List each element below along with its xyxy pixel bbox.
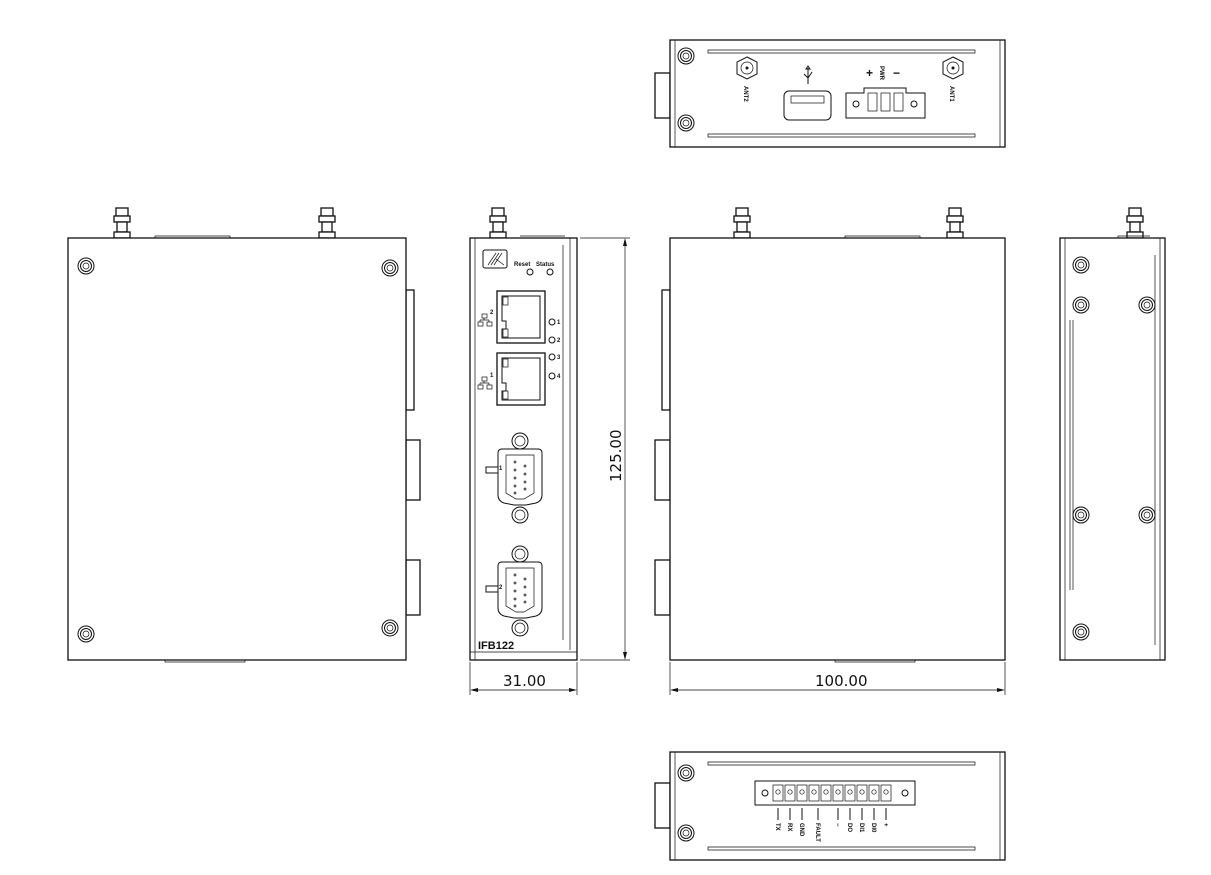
height-dimension: 125.00: [607, 430, 625, 483]
terminal-screw-icon: [787, 789, 793, 795]
terminal-label: DO: [846, 823, 852, 832]
power-connector: [845, 87, 926, 119]
led-4: [548, 372, 556, 380]
brand-logo: [482, 249, 508, 269]
antenna-connector-ant1: ANT1: [942, 56, 964, 102]
terminal-screw-icon: [835, 789, 841, 795]
terminal-screw-icon: [859, 789, 865, 795]
left-side-view: [67, 207, 421, 663]
top-view: ANT2 + PWR − ANT1: [654, 39, 1006, 148]
reset-button[interactable]: [526, 268, 534, 276]
status-led: [546, 268, 554, 276]
lan2-index: 2: [490, 310, 494, 316]
terminal-pin: [808, 784, 820, 802]
rear-view: [1059, 207, 1166, 661]
terminal-screw-icon: [883, 789, 889, 795]
serial-icon: 2: [485, 585, 503, 593]
terminal-label: RX: [786, 823, 792, 831]
terminal-pin: [880, 784, 892, 802]
led-label: 4: [557, 374, 561, 380]
terminal-label: DI0: [870, 823, 876, 833]
power-label: PWR: [878, 66, 884, 81]
usb-icon: [803, 65, 813, 84]
width-dimension: 31.00: [503, 672, 546, 690]
power-minus-label: −: [893, 66, 900, 80]
led-2: [548, 336, 556, 344]
led-3: [548, 353, 556, 361]
led-1: [548, 318, 556, 326]
terminal-pin: [844, 784, 856, 802]
terminal-screw-icon: [799, 789, 805, 795]
led-label: 2: [557, 338, 561, 344]
com2-index: 2: [499, 585, 503, 591]
terminal-pin: [772, 784, 784, 802]
front-view: Reset Status 2 1 1 2 3 4 1 2 IFB122 125.…: [469, 207, 630, 695]
usb-port: [783, 90, 832, 121]
terminal-pin: [820, 784, 832, 802]
terminal-label: TX: [774, 823, 780, 831]
terminal-label: +: [882, 823, 888, 827]
terminal-screw-icon: [871, 789, 877, 795]
terminal-screw-icon: [811, 789, 817, 795]
terminal-screw-icon: [775, 789, 781, 795]
terminal-label: DI1: [858, 823, 864, 833]
lan1-index: 1: [490, 373, 494, 379]
com1-index: 1: [499, 466, 503, 472]
ant2-label: ANT2: [742, 86, 748, 102]
terminal-label: FAULT: [814, 823, 820, 842]
terminal-pin: [832, 784, 844, 802]
terminal-pin: [856, 784, 868, 802]
terminal-label: GND: [798, 823, 804, 837]
depth-dimension: 100.00: [815, 672, 868, 690]
right-side-view: 100.00: [654, 207, 1006, 695]
lan-port-2[interactable]: [496, 290, 546, 344]
status-label: Status: [536, 262, 555, 268]
terminal-screw-icon: [823, 789, 829, 795]
bottom-view: TX RX GND FAULT − DO DI1 DI0 +: [654, 751, 1006, 861]
serial-icon: 1: [485, 466, 503, 474]
terminal-block[interactable]: [754, 780, 916, 806]
model-label: IFB122: [478, 640, 514, 652]
antenna-connector-ant2: ANT2: [736, 56, 758, 102]
reset-label: Reset: [514, 262, 530, 268]
terminal-pin: [796, 784, 808, 802]
terminal-pin: [868, 784, 880, 802]
ant1-label: ANT1: [948, 86, 954, 102]
power-plus-label: +: [866, 66, 873, 80]
led-label: 3: [557, 355, 561, 361]
terminal-pin: [784, 784, 796, 802]
terminal-screw-icon: [847, 789, 853, 795]
terminal-label: −: [834, 823, 840, 827]
lan-port-1[interactable]: [496, 352, 546, 406]
led-label: 1: [557, 320, 561, 326]
